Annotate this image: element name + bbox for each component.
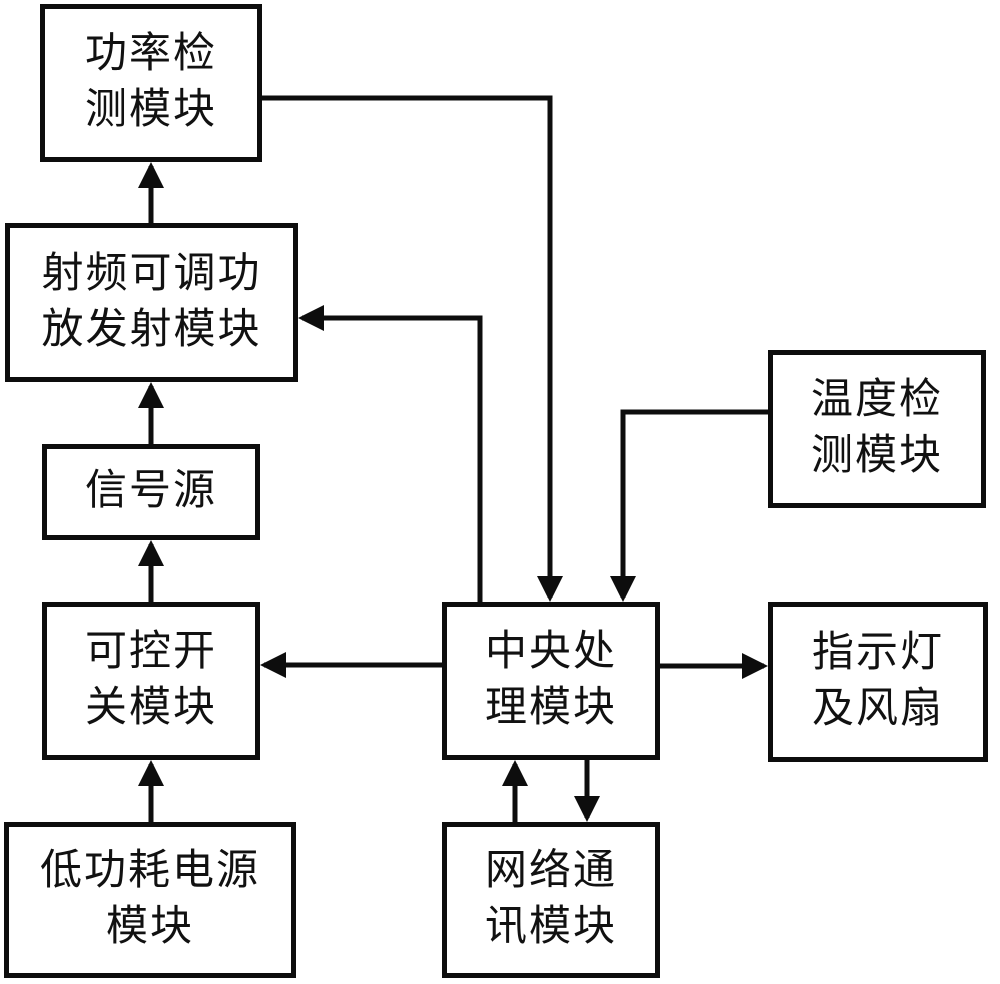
node-network-comm-label: 网络通 讯模块: [484, 848, 617, 950]
node-power-supply-label: 低功耗电源 模块: [39, 848, 260, 950]
edge-power-detection-to-cpu: [262, 95, 563, 602]
node-rf-adjustable-amplifier-module: 射频可调功 放发射模块: [5, 223, 298, 382]
edge-switch-to-signal-source: [138, 540, 164, 602]
edge-rf-to-power-detection: [138, 162, 164, 223]
node-central-processing-label: 中央处 理模块: [484, 629, 617, 731]
edge-cpu-to-switch: [260, 652, 442, 678]
node-signal-source: 信号源: [42, 444, 260, 540]
node-temperature-detection-label: 温度检 测模块: [810, 377, 943, 479]
node-temperature-detection-module: 温度检 测模块: [768, 350, 986, 508]
edge-power-supply-to-switch: [138, 760, 164, 822]
node-switch-module-label: 可控开 关模块: [84, 629, 217, 731]
node-network-communication-module: 网络通 讯模块: [442, 822, 660, 978]
edge-cpu-to-network: [574, 760, 600, 822]
node-indicator-and-fan: 指示灯 及风扇: [768, 602, 988, 762]
edge-temperature-to-cpu: [610, 409, 770, 602]
node-signal-source-label: 信号源: [84, 468, 217, 515]
node-low-power-supply-module: 低功耗电源 模块: [4, 822, 296, 978]
edge-cpu-to-rf: [298, 305, 483, 602]
node-rf-amplifier-label: 射频可调功 放发射模块: [41, 250, 262, 353]
node-indicator-fan-label: 指示灯 及风扇: [811, 630, 944, 732]
node-central-processing-module: 中央处 理模块: [442, 602, 660, 760]
edge-cpu-to-indicator: [660, 653, 768, 679]
edge-network-to-cpu: [502, 760, 528, 822]
node-controllable-switch-module: 可控开 关模块: [42, 602, 260, 760]
node-power-detection-module: 功率检 测模块: [40, 4, 262, 162]
edge-signal-source-to-rf: [138, 382, 164, 444]
node-power-detection-label: 功率检 测模块: [84, 31, 217, 133]
